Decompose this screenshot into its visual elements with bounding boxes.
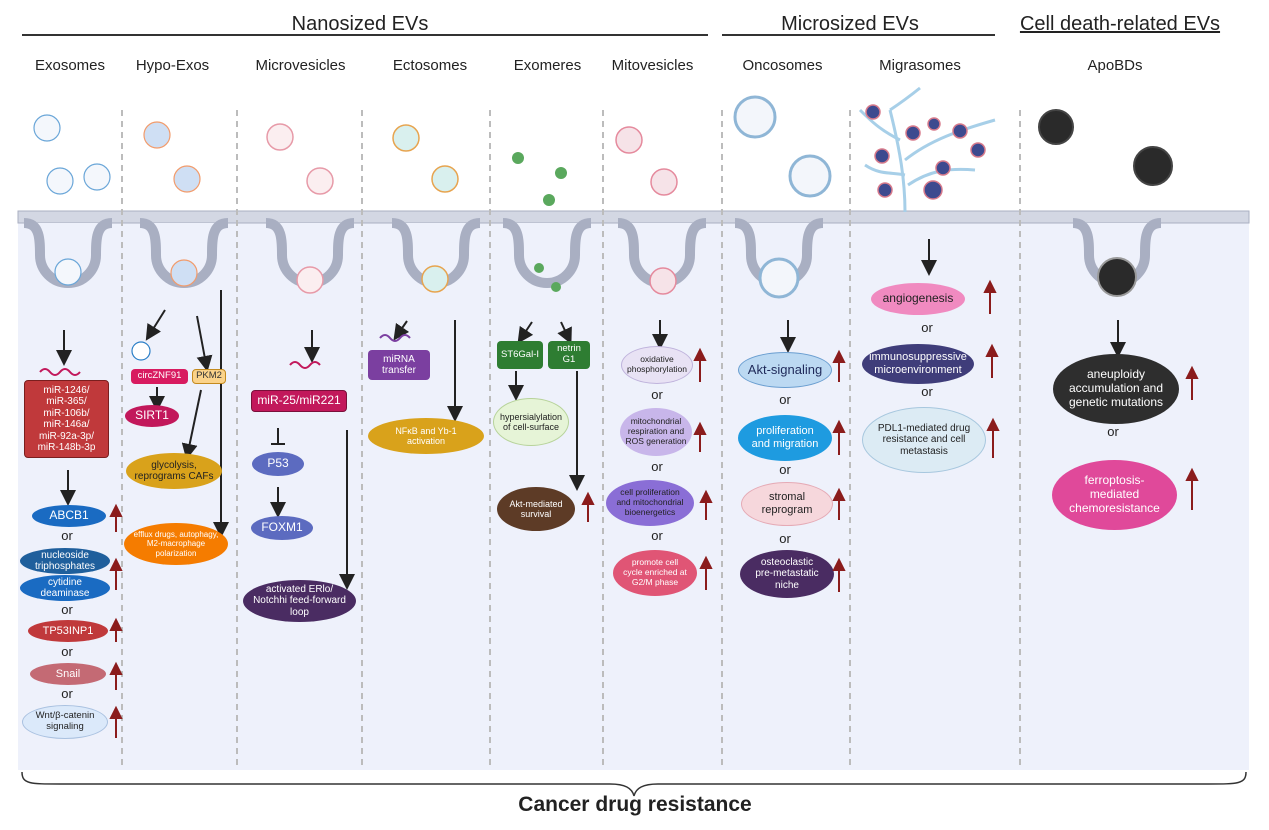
up-arrow [109,617,123,642]
header-cell-death: Cell death-related EVs [1019,13,1221,35]
up-arrow [832,487,846,520]
footer-title: Cancer drug resistance [518,793,752,816]
cell-prolif-oval: cell proliferation and mitochondrial bio… [606,480,694,526]
angiogenesis-oval: angiogenesis [871,283,965,315]
osteo-oval: osteoclastic pre-metastatic niche [740,550,834,598]
nfkb-oval: NFκB and Yb-1 activation [368,418,484,454]
col-title-exomeres: Exomeres [513,57,582,74]
or-label: or [779,462,791,477]
foxm1-oval: FOXM1 [251,516,313,540]
pkm2-box: PKM2 [192,369,226,384]
efflux-oval: efflux drugs, autophagy, M2-macrophage p… [124,523,228,565]
st6gal-box: ST6Gal-I [497,341,543,369]
tp53inp1-oval: TP53INP1 [28,620,108,642]
header-nanosized-line [22,34,708,36]
col-title-migrasomes: Migrasomes [879,57,961,74]
up-arrow [109,503,123,532]
glycolysis-oval: glycolysis, reprograms CAFs [126,453,222,489]
col-title-oncosomes: Oncosomes [742,57,823,74]
up-arrow [832,557,846,592]
or-label: or [779,531,791,546]
or-label: or [651,528,663,543]
header-microsized: Microsized EVs [781,13,919,35]
col-title-mitovesicles: Mitovesicles [611,57,694,74]
or-label: or [921,384,933,399]
header-nanosized: Nanosized EVs [291,13,429,35]
promote-oval: promote cell cycle enriched at G2/M phas… [613,550,697,596]
hypersialylation-oval: hypersialylation of cell-surface [493,398,569,446]
akt-survival-oval: Akt-mediated survival [497,487,575,531]
or-label: or [921,320,933,335]
up-arrow [581,491,595,522]
wnt-oval: Wnt/β-catenin signaling [22,705,108,739]
nucleoside-oval: nucleoside triphosphates [20,548,110,574]
up-arrow [699,555,713,590]
up-arrow [693,421,707,452]
col-title-microvesicles: Microvesicles [255,57,346,74]
col-title-apobds: ApoBDs [1087,57,1143,74]
up-arrow [832,419,846,455]
col-title-hypo-exos: Hypo-Exos [135,57,210,74]
or-label: or [1107,424,1119,439]
col-title-exosomes: Exosomes [34,57,106,74]
up-arrow [1185,365,1199,400]
circznf91-box: circZNF91 [131,369,188,384]
up-arrow [109,557,123,590]
or-label: or [61,644,73,659]
up-arrow [1185,467,1199,510]
cytidine-oval: cytidine deaminase [20,575,110,601]
up-arrow [699,489,713,520]
header-microsized-line [722,34,995,36]
prolif-migration-oval: proliferation and migration [738,415,832,461]
up-arrow [109,705,123,738]
or-label: or [61,686,73,701]
up-arrow [985,343,999,378]
immuno-oval: immunosuppressive microenvironment [862,344,974,384]
up-arrow [986,417,1000,458]
pdl1-oval: PDL1-mediated drug resistance and cell m… [862,407,986,473]
ferroptosis-oval: ferroptosis- mediated chemoresistance [1052,460,1177,530]
oxidative-oval: oxidative phosphorylation [621,346,693,384]
netrin-box: netrin G1 [548,341,590,369]
or-label: or [651,387,663,402]
up-arrow [109,661,123,690]
or-label: or [61,528,73,543]
abcb1-oval: ABCB1 [32,505,106,527]
or-label: or [61,602,73,617]
activated-oval: activated ERlo/ Notchhi feed-forward loo… [243,580,356,622]
stromal-oval: stromal reprogram [741,482,833,526]
up-arrow [693,347,707,382]
snail-oval: Snail [30,663,106,685]
mito-resp-oval: mitochondrial respiration and ROS genera… [620,408,692,456]
aneuploidy-oval: aneuploidy accumulation and genetic muta… [1053,354,1179,424]
up-arrow [832,349,846,382]
col-title-ectosomes: Ectosomes [392,57,468,74]
mirna-transfer-box: miRNA transfer [368,350,430,380]
sirt1-oval: SIRT1 [125,405,179,427]
mir25-box: miR-25/miR221 [251,390,347,412]
akt-signaling-oval: Akt-signaling [738,352,832,388]
up-arrow [983,279,997,314]
or-label: or [651,459,663,474]
p53-oval: P53 [252,452,304,476]
or-label: or [779,392,791,407]
exosomes-mirna-box: miR-1246/ miR-365/ miR-106b/ miR-146a/ m… [24,380,109,458]
